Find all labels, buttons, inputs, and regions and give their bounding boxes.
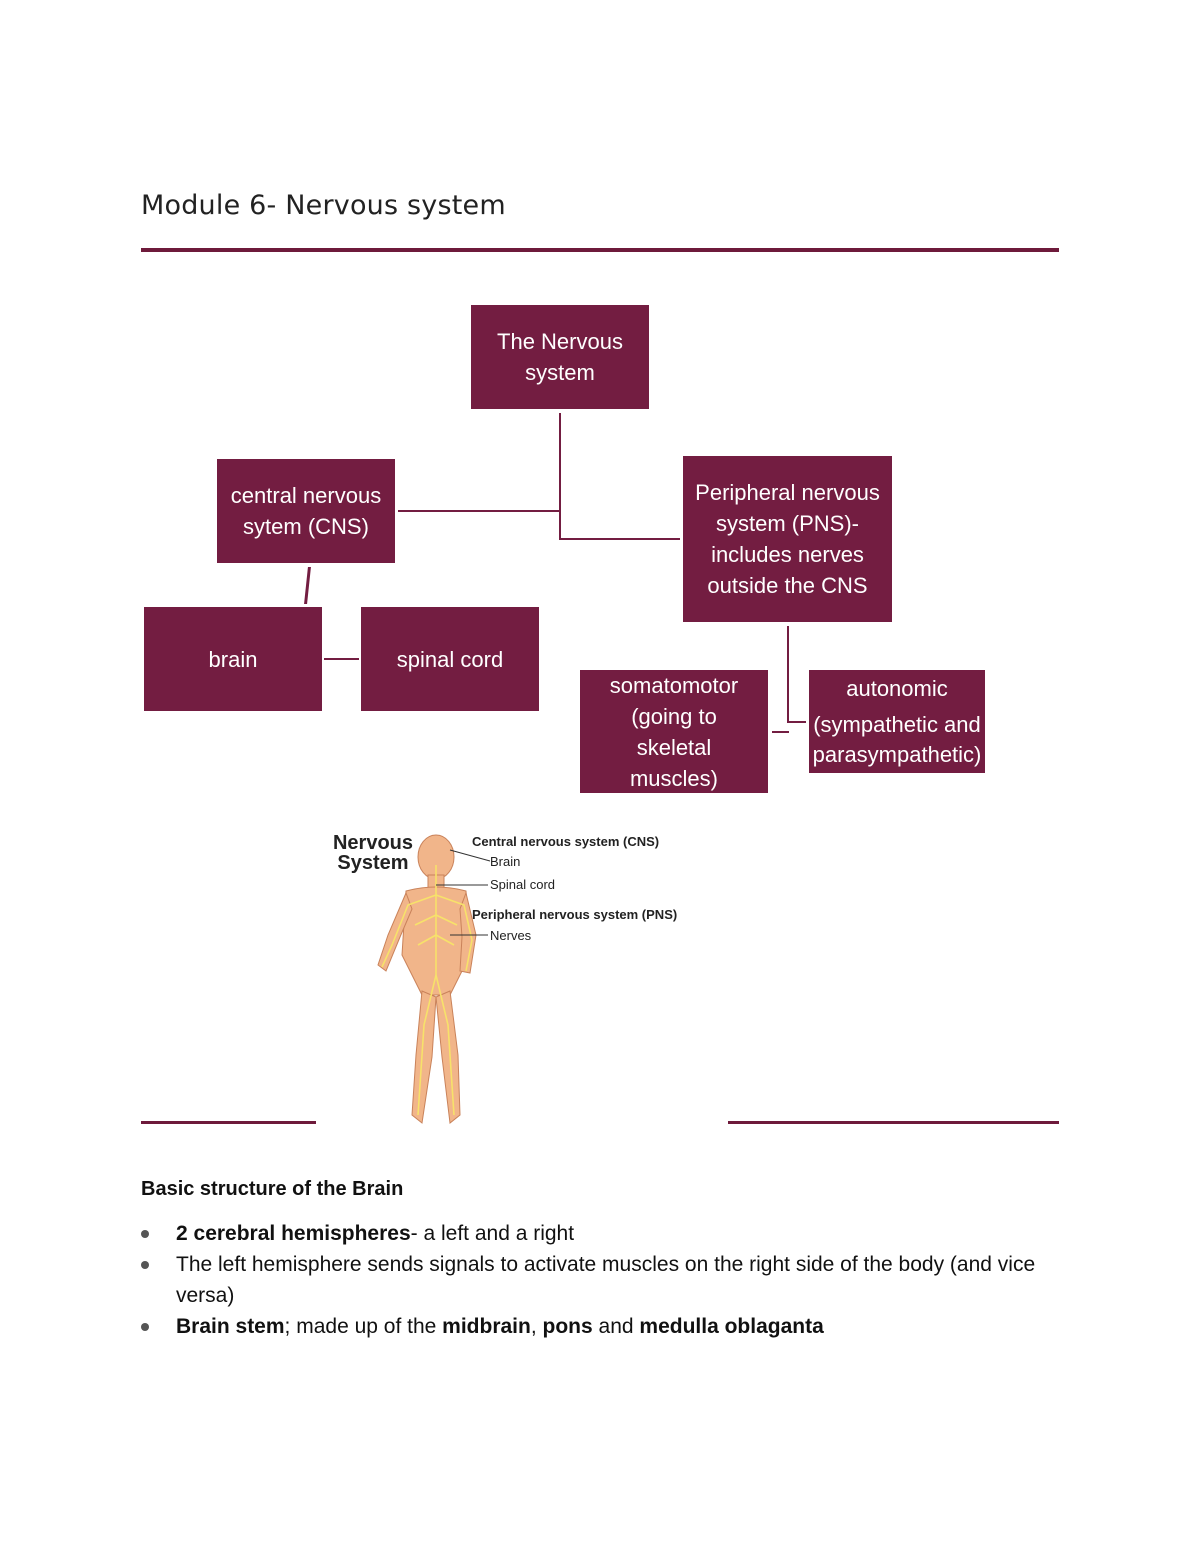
node-label: The Nervous system [497, 329, 623, 385]
list-text: ; made up of the [284, 1315, 443, 1338]
node-somatomotor: somatomotor (going to skeletal muscles) [580, 670, 768, 793]
label-spinal-cord: Spinal cord [490, 877, 556, 892]
page-title: Module 6- Nervous system [141, 190, 506, 221]
label-cns: Central nervous system (CNS) [472, 834, 660, 849]
node-nervous-system: The Nervous system [471, 305, 649, 409]
node-cns: central nervous sytem (CNS) [217, 459, 395, 563]
connector-brain-spinal [324, 658, 359, 660]
node-pns: Peripheral nervous system (PNS)- include… [683, 456, 892, 622]
node-brain: brain [144, 607, 322, 711]
footer-rule-left [141, 1121, 316, 1124]
bullet-dot [141, 1230, 149, 1238]
list-text: , [530, 1315, 543, 1338]
list-text: and [592, 1315, 640, 1338]
bullet-list: 2 cerebral hemispheres- a left and a rig… [141, 1218, 1071, 1342]
connector-root-down [559, 413, 561, 540]
node-spinal-cord: spinal cord [361, 607, 539, 711]
node-label: autonomic [846, 676, 948, 701]
title-rule [141, 248, 1059, 252]
section-heading: Basic structure of the Brain [141, 1178, 404, 1200]
term-bold: medulla oblaganta [639, 1315, 824, 1338]
figure-heading: Nervous System [332, 832, 414, 874]
connector-cns-down [304, 567, 311, 604]
label-brain: Brain [490, 854, 521, 869]
node-sublabel: (sympathetic and parasympathetic) [812, 712, 982, 767]
node-label: Peripheral nervous system (PNS)- include… [695, 480, 880, 598]
list-item: Brain stem; made up of the midbrain, pon… [141, 1311, 1071, 1342]
term-bold: midbrain [442, 1315, 531, 1338]
connector-somatomotor [772, 731, 789, 733]
node-label: brain [208, 646, 258, 672]
label-nerves: Nerves [490, 928, 532, 943]
human-body-illustration [377, 834, 491, 1124]
bullet-dot [141, 1261, 149, 1269]
connector-autonomic [787, 721, 806, 723]
list-text: - a left and a right [410, 1222, 575, 1245]
term-bold: pons [542, 1315, 593, 1338]
connector-pns-down [787, 626, 789, 722]
connector-cns [398, 510, 560, 512]
connector-pns [559, 538, 680, 540]
label-pns: Peripheral nervous system (PNS) [472, 907, 678, 922]
node-label: central nervous sytem (CNS) [230, 483, 382, 539]
footer-rule-right [728, 1121, 1059, 1124]
list-text: The left hemisphere sends signals to act… [176, 1253, 1036, 1307]
node-label: spinal cord [396, 646, 504, 672]
list-item: The left hemisphere sends signals to act… [141, 1249, 1071, 1311]
node-label: somatomotor (going to skeletal muscles) [609, 672, 739, 791]
nervous-system-figure: Nervous System Central nervous system (C… [300, 825, 740, 1135]
term-bold: Brain stem [176, 1315, 285, 1338]
bullet-dot [141, 1323, 149, 1331]
term-bold: 2 cerebral hemispheres [176, 1222, 411, 1245]
node-autonomic: autonomic (sympathetic and parasympathet… [809, 670, 985, 773]
list-item: 2 cerebral hemispheres- a left and a rig… [141, 1218, 1071, 1249]
